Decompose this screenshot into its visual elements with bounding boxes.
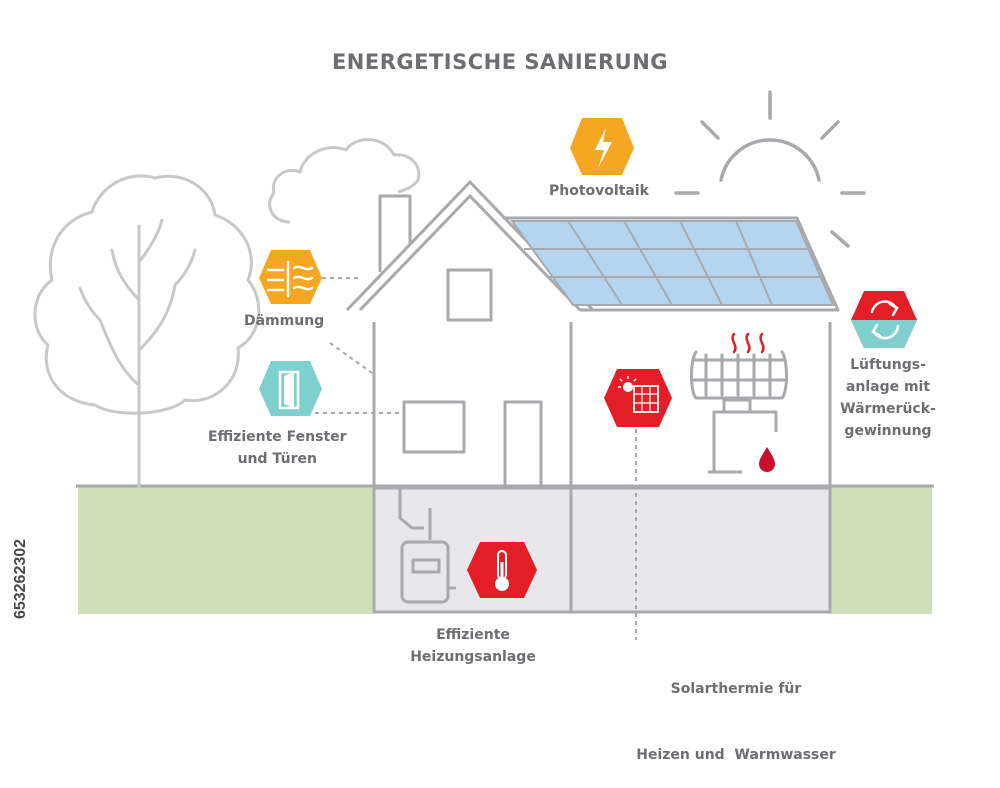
faucet-icon [708, 398, 778, 474]
radiator-icon [690, 350, 788, 400]
lawn-left [78, 486, 374, 614]
label-heizung-line-1: Effiziente [436, 627, 510, 643]
label-daemmung: Dämmung [244, 313, 325, 329]
label-heizung: Effiziente Heizungsanlage [398, 624, 548, 668]
boiler-icon [398, 488, 456, 604]
label-lueftung: Lüftungs- anlage mit Wärmerück- gewinnun… [838, 354, 938, 442]
roof-right [503, 216, 840, 312]
ground-window [402, 400, 466, 454]
label-lueftung-line-3: Wärmerück- [840, 401, 936, 417]
connector-lines [315, 277, 637, 640]
attic-window [446, 268, 493, 322]
insulation-icon [259, 250, 322, 304]
label-solarthermie-line-2: Heizen und Warmwasser [636, 747, 836, 763]
water-drop-icon [759, 447, 775, 472]
lightning-icon [570, 118, 634, 175]
door [503, 400, 543, 488]
label-lueftung-line-1: Lüftungs- [850, 357, 926, 373]
label-lueftung-line-4: gewinnung [844, 423, 932, 439]
lawn-right [830, 486, 932, 614]
solar-panels [510, 220, 835, 306]
label-fenster-line-1: Effiziente Fenster [208, 429, 347, 445]
basement-fill [374, 488, 830, 612]
recycle-arrows-icon [851, 291, 917, 348]
energy-renovation-illustration [33, 90, 934, 640]
heat-waves-icon [731, 332, 765, 354]
label-fenster-line-2: und Türen [237, 451, 317, 467]
stock-id-watermark: 653262302 [12, 538, 29, 620]
house-outline [372, 322, 832, 614]
label-lueftung-line-2: anlage mit [845, 379, 931, 395]
label-solarthermie-line-1: Solarthermie für [670, 681, 802, 697]
cloud-icon [268, 138, 421, 224]
house [345, 180, 840, 614]
thermometer-icon [467, 542, 537, 598]
gable-roof-inner [358, 194, 582, 312]
label-photovoltaik: Photovoltaik [549, 183, 649, 199]
chimney [378, 194, 412, 272]
tree-icon [33, 174, 261, 488]
page-title: ENERGETISCHE SANIERUNG [331, 50, 669, 74]
label-solarthermie: Solarthermie für Heizen und Warmwasser [636, 634, 836, 788]
label-heizung-line-2: Heizungsanlage [410, 649, 536, 665]
window-icon [259, 361, 322, 416]
solar-collector-icon [604, 369, 672, 427]
label-fenster: Effiziente Fenster und Türen [208, 426, 347, 470]
